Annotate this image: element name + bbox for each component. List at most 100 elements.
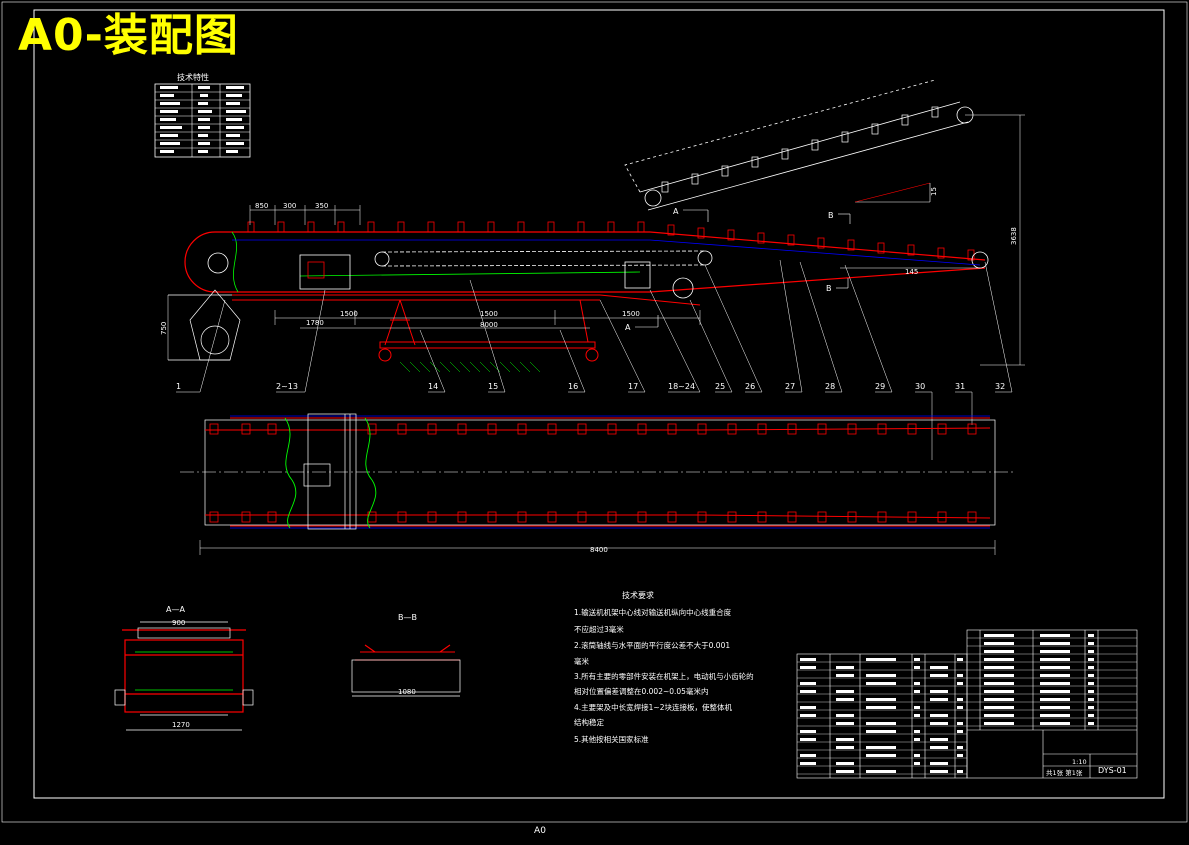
parts-cell-text — [984, 690, 1014, 693]
plan-rails — [205, 417, 991, 527]
parts-cell-text — [930, 698, 948, 701]
sheet-border — [1, 1, 1188, 823]
tech-spec-table: 技术特性 — [154, 72, 251, 158]
parts-cell-text — [1088, 642, 1094, 645]
parts-cell-text — [800, 714, 816, 717]
parts-cell-text — [957, 730, 963, 733]
parts-cell-text — [930, 762, 948, 765]
parts-cell-text — [1088, 722, 1094, 725]
parts-cell-text — [984, 706, 1014, 709]
section-aa-title: A—A — [166, 605, 185, 614]
parts-cell-text — [914, 754, 920, 757]
parts-cell-text — [957, 770, 963, 773]
parts-cell-text — [957, 698, 963, 701]
parts-cell-text — [800, 658, 816, 661]
upper-boom — [624, 79, 974, 211]
parts-cell-text — [836, 690, 854, 693]
parts-cell-text — [836, 746, 854, 749]
drawing-title: A0-装配图 — [18, 10, 239, 61]
parts-cell-text — [914, 666, 920, 669]
parts-cell-text — [957, 658, 963, 661]
parts-cell-text — [930, 690, 948, 693]
upper-boom-idlers — [661, 106, 939, 193]
parts-cell-text — [957, 754, 963, 757]
marker-b-top: B — [828, 211, 834, 220]
parts-cell-text — [800, 762, 816, 765]
parts-cell-text — [984, 634, 1014, 637]
dim-1500c: 1500 — [622, 310, 640, 318]
support-frame — [232, 294, 701, 362]
parts-cell-text — [957, 674, 963, 677]
blue-structure — [232, 239, 981, 266]
dim-750: 750 — [160, 322, 168, 335]
parts-cell-text — [800, 706, 816, 709]
parts-list-cells — [800, 634, 1094, 773]
callout-number: 31 — [955, 382, 965, 391]
elevation-view: 850 300 350 1780 1500 1500 1500 8000 145… — [160, 79, 1025, 555]
requirement-line: 3.所有主要的零部件安装在机架上，电动机与小齿轮的 — [574, 671, 754, 681]
pulleys — [207, 250, 989, 299]
parts-cell-text — [930, 722, 948, 725]
section-bb-bottom-dim: 1080 — [398, 688, 416, 696]
parts-cell-text — [957, 682, 963, 685]
parts-cell-text — [914, 738, 920, 741]
drive-units — [299, 254, 651, 290]
parts-cell-text — [866, 754, 896, 757]
callout-number: 30 — [915, 382, 925, 391]
dim-350: 350 — [315, 202, 328, 210]
parts-cell-text — [800, 682, 816, 685]
parts-cell-text — [1088, 714, 1094, 717]
title-block-drawing-no: DYS-01 — [1098, 766, 1127, 775]
requirement-line: 结构稳定 — [574, 717, 604, 727]
title-block-sheet: 共1张 第1张 — [1046, 768, 1083, 777]
section-markers: A A B B — [625, 207, 834, 332]
angle-marker — [854, 182, 931, 203]
parts-cell-text — [1040, 674, 1070, 677]
parts-cell-text — [836, 770, 854, 773]
callout-number: 16 — [568, 382, 578, 391]
parts-cell-text — [1040, 642, 1070, 645]
parts-cell-text — [866, 706, 896, 709]
dim-145: 145 — [905, 268, 918, 276]
parts-cell-text — [1088, 666, 1094, 669]
parts-cell-text — [1040, 658, 1070, 661]
parts-cell-text — [1088, 650, 1094, 653]
parts-cell-text — [1040, 650, 1070, 653]
dimension-lines — [167, 114, 1025, 555]
callout-number: 1 — [176, 382, 181, 391]
dim-8000: 8000 — [480, 321, 498, 329]
parts-cell-text — [800, 730, 816, 733]
parts-cell-text — [957, 746, 963, 749]
parts-cell-text — [957, 706, 963, 709]
parts-cell-text — [1088, 674, 1094, 677]
dim-8400: 8400 — [590, 546, 608, 554]
parts-cell-text — [1088, 690, 1094, 693]
parts-cell-text — [914, 690, 920, 693]
parts-list-rows — [797, 637, 1137, 775]
callout-number: 25 — [715, 382, 725, 391]
guide-lines — [231, 231, 641, 293]
parts-cell-text — [984, 650, 1014, 653]
plan-view — [180, 413, 1015, 530]
parts-cell-text — [1088, 682, 1094, 685]
dim-1500a: 1500 — [340, 310, 358, 318]
plan-drive — [303, 413, 357, 530]
leader-lines — [176, 259, 1013, 460]
inner-frame — [33, 9, 1165, 799]
parts-cell-text — [1040, 634, 1070, 637]
dim-300: 300 — [283, 202, 296, 210]
requirement-line: 5.其他按相关国家标准 — [574, 734, 649, 744]
parts-cell-text — [866, 698, 896, 701]
parts-cell-text — [984, 714, 1014, 717]
parts-cell-text — [914, 714, 920, 717]
parts-cell-text — [836, 738, 854, 741]
callout-number: 32 — [995, 382, 1005, 391]
parts-cell-text — [866, 730, 896, 733]
section-aa-bottom-dim: 1270 — [172, 721, 190, 729]
parts-cell-text — [1040, 706, 1070, 709]
parts-cell-text — [914, 730, 920, 733]
dim-1500b: 1500 — [480, 310, 498, 318]
parts-cell-text — [1088, 658, 1094, 661]
parts-cell-text — [800, 666, 816, 669]
